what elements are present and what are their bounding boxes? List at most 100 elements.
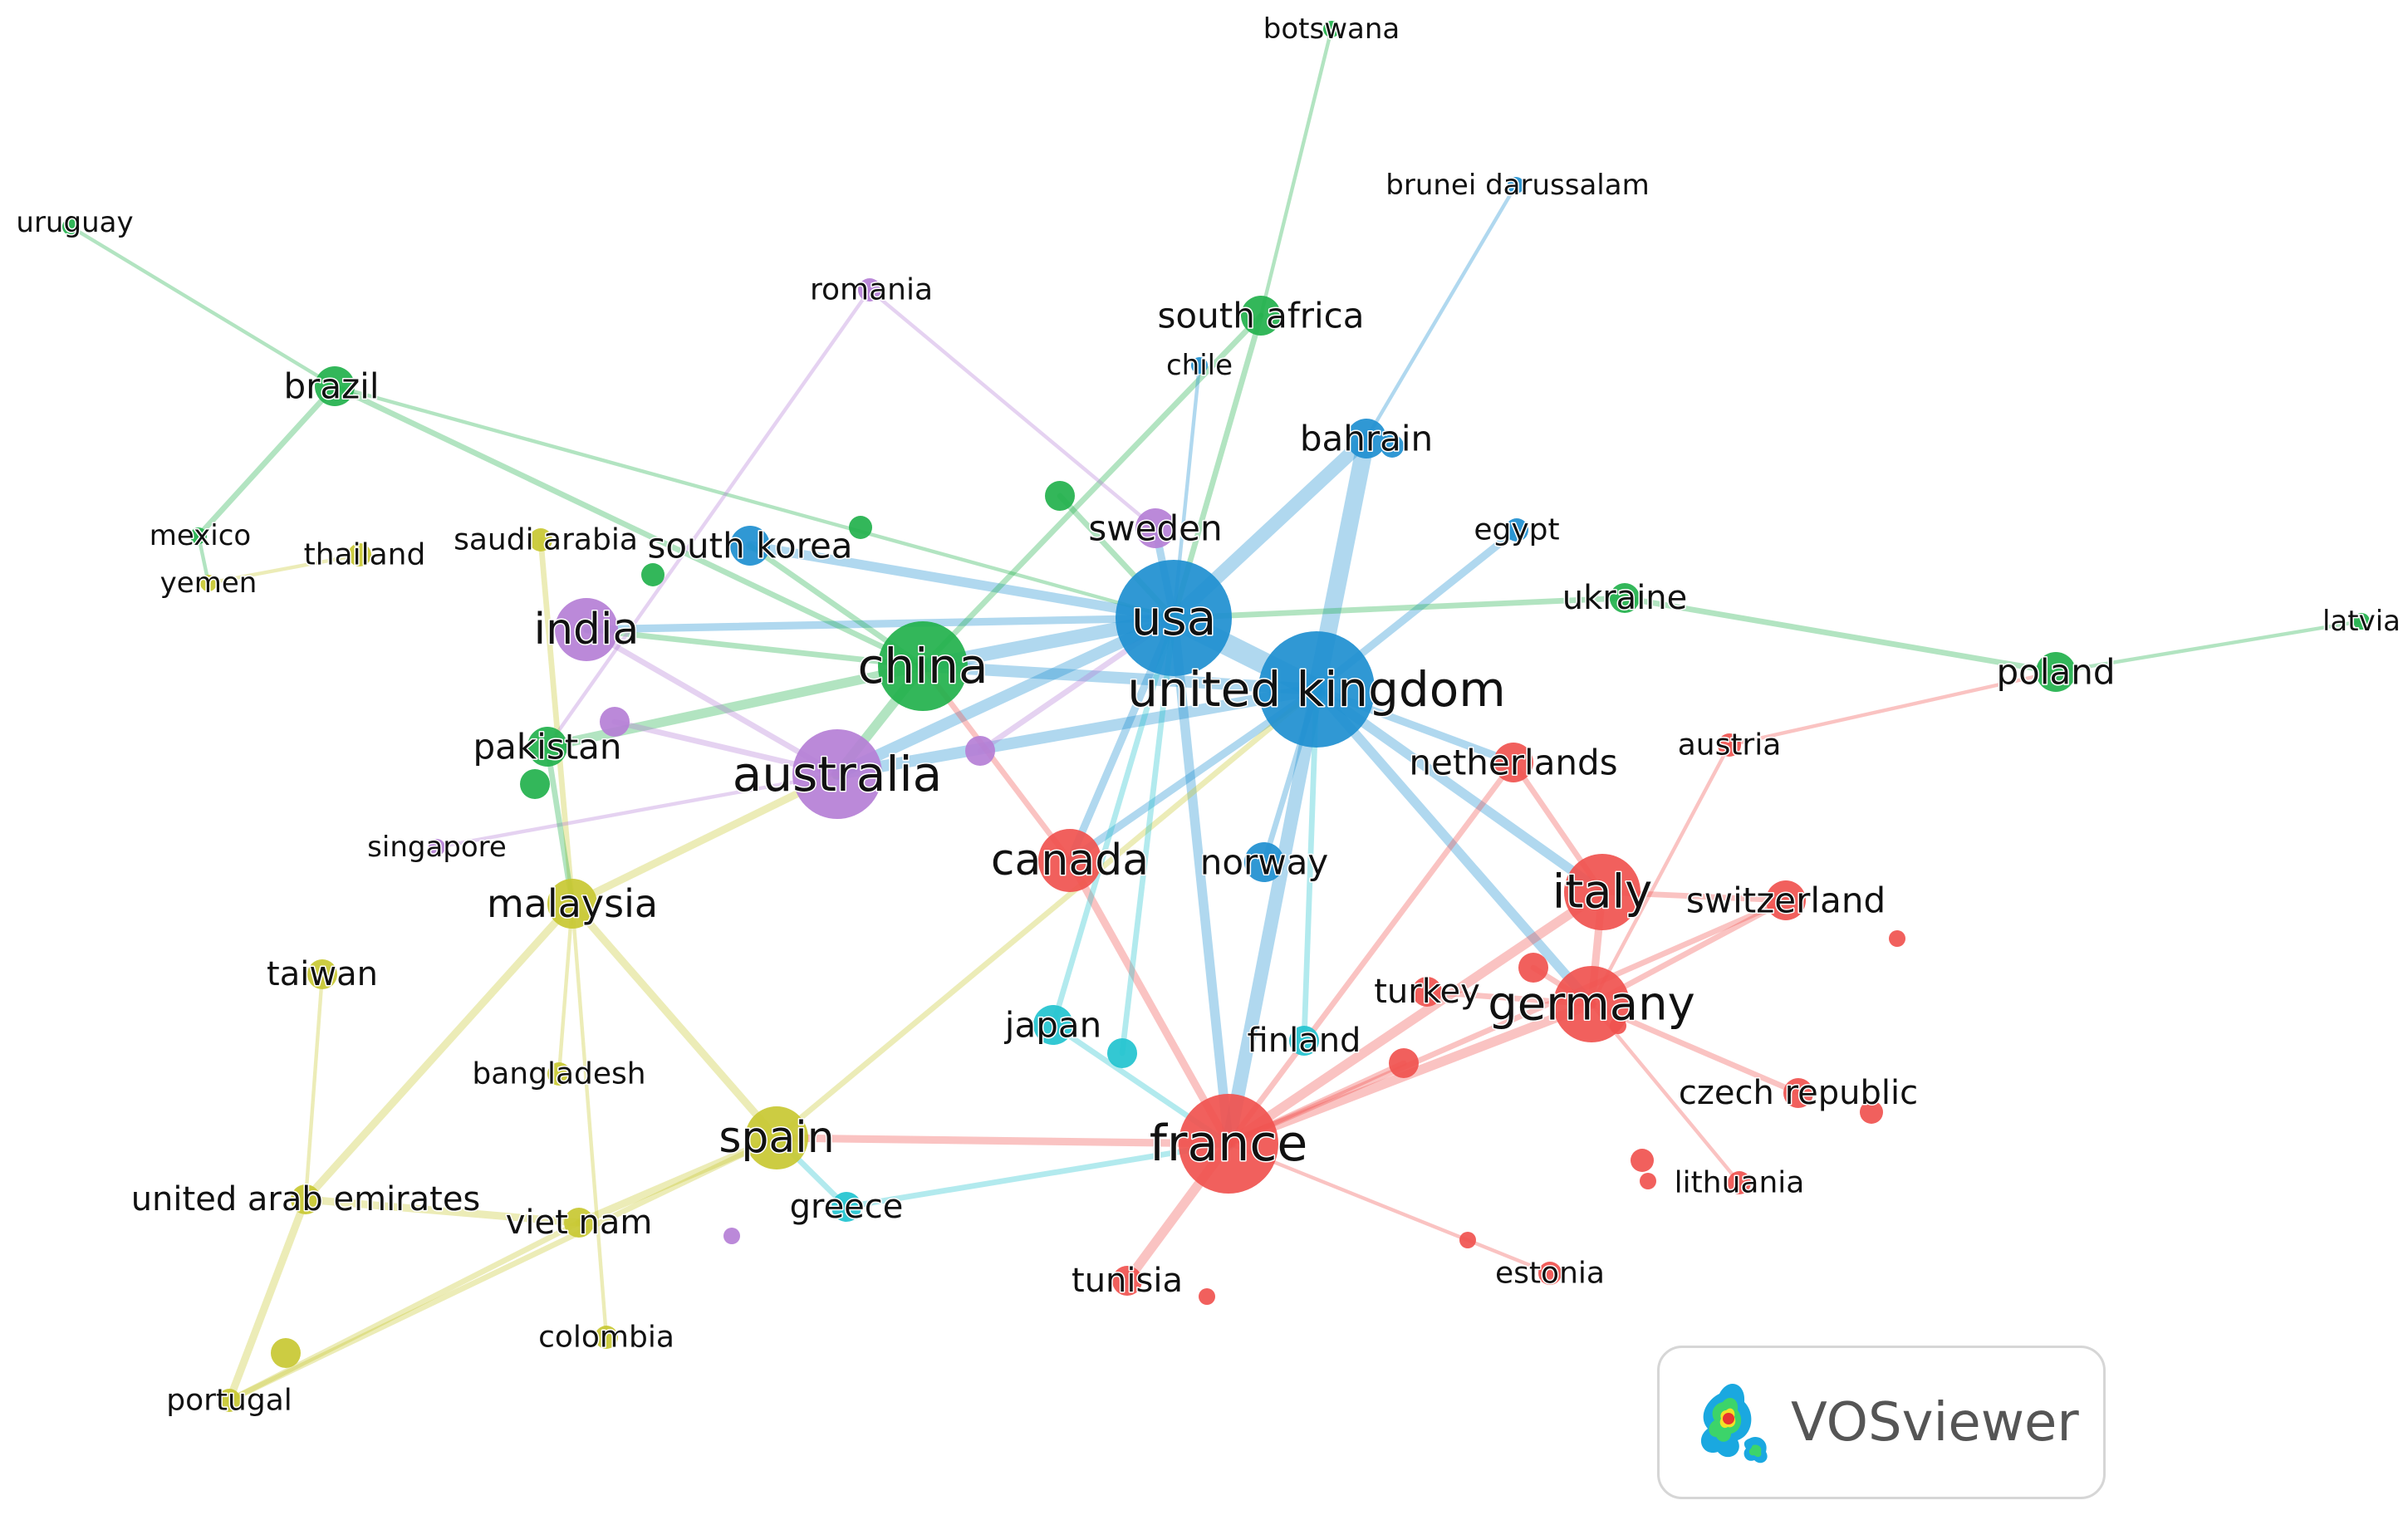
node-sweden[interactable] xyxy=(1135,508,1175,548)
label-switzerland: switzerland xyxy=(1686,880,1886,921)
label-egypt: egypt xyxy=(1474,513,1559,547)
node-romania[interactable] xyxy=(858,278,881,302)
link-france-italy xyxy=(1224,887,1607,1149)
link-ukraine-poland xyxy=(1621,595,2059,675)
node-u-red-2[interactable] xyxy=(1389,1048,1419,1078)
node-south-korea[interactable] xyxy=(730,526,770,566)
node-portugal[interactable] xyxy=(218,1389,241,1412)
node-turkey[interactable] xyxy=(1412,977,1442,1007)
label-south-korea: south korea xyxy=(647,526,852,566)
link-romania-sweden xyxy=(867,287,1158,531)
node-u-red-6[interactable] xyxy=(1640,1173,1656,1189)
node-france[interactable] xyxy=(1179,1094,1278,1194)
node-estonia[interactable] xyxy=(1538,1262,1562,1285)
node-poland[interactable] xyxy=(2036,652,2076,692)
label-japan: japan xyxy=(1004,1005,1101,1046)
label-poland: poland xyxy=(1996,652,2115,693)
node-thailand[interactable] xyxy=(348,543,371,566)
nodes-layer xyxy=(62,21,2370,1412)
node-brazil[interactable] xyxy=(315,366,355,406)
link-france-spain xyxy=(772,1134,1233,1148)
node-u-red-8[interactable] xyxy=(1459,1232,1476,1248)
node-u-yellow-1[interactable] xyxy=(271,1338,301,1368)
node-australia[interactable] xyxy=(792,729,882,819)
label-portugal: portugal xyxy=(166,1384,292,1418)
link-malaysia-australia xyxy=(568,770,841,908)
node-united-arab-emirates[interactable] xyxy=(291,1184,321,1214)
node-latvia[interactable] xyxy=(2353,613,2370,630)
node-u-purple-2[interactable] xyxy=(965,736,995,766)
link-austria-germany xyxy=(1589,743,1732,1007)
node-italy[interactable] xyxy=(1564,854,1640,930)
node-u-red-3[interactable] xyxy=(1889,930,1905,947)
link-bangladesh-malaysia xyxy=(557,901,575,1076)
link-thailand-yemen xyxy=(206,552,362,586)
node-viet-nam[interactable] xyxy=(564,1208,594,1238)
vosviewer-watermark: VOSviewer xyxy=(1657,1346,2106,1499)
link-greece-france xyxy=(843,1140,1232,1210)
link-usa-south_korea xyxy=(745,541,1179,623)
node-south-africa[interactable] xyxy=(1241,296,1281,336)
node-lithuania[interactable] xyxy=(1728,1171,1751,1194)
link-pakistan-malaysia xyxy=(544,743,576,907)
node-chile[interactable] xyxy=(1191,357,1208,374)
node-switzerland[interactable] xyxy=(1766,880,1806,920)
node-u-red-1[interactable] xyxy=(1518,953,1548,983)
link-united_kingdom-china xyxy=(917,660,1322,695)
node-u-red-5[interactable] xyxy=(1610,1017,1626,1034)
node-colombia[interactable] xyxy=(595,1326,618,1349)
label-pakistan: pakistan xyxy=(473,727,621,767)
link-ukraine-usa xyxy=(1170,595,1628,621)
node-u-blue-1[interactable] xyxy=(1381,434,1404,458)
link-saudi_arabia-malaysia xyxy=(537,537,576,907)
node-netherlands[interactable] xyxy=(1493,743,1533,782)
node-saudi-arabia[interactable] xyxy=(529,528,552,552)
node-norway[interactable] xyxy=(1244,842,1284,882)
node-botswana[interactable] xyxy=(1323,21,1340,37)
node-japan[interactable] xyxy=(1033,1005,1073,1045)
node-u-green-4[interactable] xyxy=(520,769,550,799)
node-brunei[interactable] xyxy=(1508,177,1524,194)
node-tunisia[interactable] xyxy=(1112,1266,1142,1296)
node-u-red-4[interactable] xyxy=(1860,1101,1883,1124)
node-mexico[interactable] xyxy=(190,527,207,544)
node-canada[interactable] xyxy=(1038,829,1101,892)
node-singapore[interactable] xyxy=(429,839,445,856)
node-u-purple-3[interactable] xyxy=(723,1228,740,1244)
node-china[interactable] xyxy=(878,621,968,711)
node-ukraine[interactable] xyxy=(1610,583,1640,613)
node-u-red-9[interactable] xyxy=(1199,1288,1215,1305)
node-bangladesh[interactable] xyxy=(547,1062,571,1086)
node-u-green-2[interactable] xyxy=(849,516,872,539)
node-united-kingdom[interactable] xyxy=(1258,631,1375,748)
label-south-africa: south africa xyxy=(1158,296,1365,336)
node-u-red-7[interactable] xyxy=(1631,1149,1654,1172)
node-u-purple-1[interactable] xyxy=(600,707,630,737)
node-bahrain[interactable] xyxy=(1346,419,1386,458)
node-pakistan[interactable] xyxy=(527,727,567,767)
node-austria[interactable] xyxy=(1718,733,1741,757)
node-u-cyan-1[interactable] xyxy=(1107,1038,1137,1068)
label-germany: germany xyxy=(1488,978,1695,1032)
link-brazil-uruguay xyxy=(68,224,337,389)
node-greece[interactable] xyxy=(831,1192,861,1222)
label-netherlands: netherlands xyxy=(1409,743,1617,783)
node-egypt[interactable] xyxy=(1505,518,1528,542)
node-taiwan[interactable] xyxy=(307,959,337,989)
node-india[interactable] xyxy=(555,598,618,661)
link-romania-pakistan xyxy=(545,287,872,749)
link-united_kingdom-australia xyxy=(831,684,1322,780)
node-usa[interactable] xyxy=(1116,560,1232,676)
node-spain[interactable] xyxy=(745,1106,808,1169)
link-south_africa-china xyxy=(920,312,1264,669)
node-finland[interactable] xyxy=(1289,1026,1319,1056)
node-yemen[interactable] xyxy=(200,575,217,591)
node-czech-republic[interactable] xyxy=(1783,1078,1813,1108)
node-u-green-3[interactable] xyxy=(641,563,665,586)
node-malaysia[interactable] xyxy=(547,879,597,929)
link-austria-poland xyxy=(1727,669,2058,748)
link-spain-united_kingdom xyxy=(773,686,1320,1141)
node-uruguay[interactable] xyxy=(62,218,79,235)
node-u-green-1[interactable] xyxy=(1045,481,1075,511)
